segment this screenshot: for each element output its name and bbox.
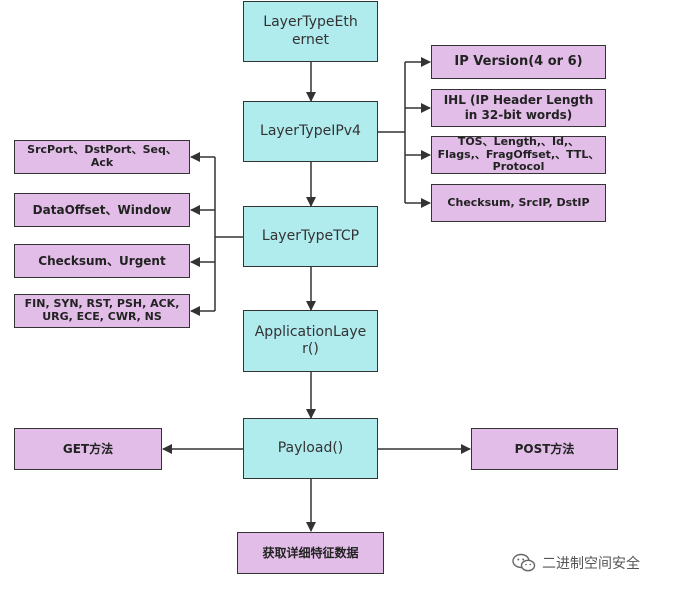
field-tcp-checksum-label: Checksum、Urgent bbox=[38, 253, 166, 268]
field-flags: FIN, SYN, RST, PSH, ACK, URG, ECE, CWR, … bbox=[14, 294, 190, 328]
node-layer-ipv4-label: LayerTypeIPv4 bbox=[260, 122, 361, 139]
node-application-layer: ApplicationLayer() bbox=[243, 310, 378, 372]
node-get-method-label: GET方法 bbox=[62, 441, 114, 456]
node-layer-ipv4: LayerTypeIPv4 bbox=[243, 101, 378, 162]
field-tos-label: TOS、Length,、Id,、Flags,、FragOffset,、TTL、P… bbox=[437, 136, 600, 174]
node-layer-ethernet: LayerTypeEthernet bbox=[243, 1, 378, 62]
field-srcport: SrcPort、DstPort、Seq、Ack bbox=[14, 140, 190, 174]
field-ip-version-label: IP Version(4 or 6) bbox=[454, 53, 583, 69]
node-post-method-label: POST方法 bbox=[514, 441, 575, 456]
watermark: 二进制空间安全 bbox=[512, 552, 640, 574]
field-ihl-label: IHL (IP Header Length in 32-bit words) bbox=[443, 93, 594, 122]
field-ihl: IHL (IP Header Length in 32-bit words) bbox=[431, 89, 606, 127]
field-ip-checksum: Checksum, SrcIP, DstIP bbox=[431, 184, 606, 222]
watermark-text: 二进制空间安全 bbox=[542, 556, 640, 572]
field-ip-checksum-label: Checksum, SrcIP, DstIP bbox=[447, 196, 590, 210]
field-dataoffset-label: DataOffset、Window bbox=[32, 202, 172, 217]
field-ip-version: IP Version(4 or 6) bbox=[431, 45, 606, 79]
node-layer-ethernet-label: LayerTypeEthernet bbox=[263, 14, 358, 48]
node-post-method: POST方法 bbox=[471, 428, 618, 470]
node-feature-details: 获取详细特征数据 bbox=[237, 532, 384, 574]
field-flags-label: FIN, SYN, RST, PSH, ACK, URG, ECE, CWR, … bbox=[24, 297, 180, 323]
wechat-icon bbox=[512, 553, 536, 572]
field-tos: TOS、Length,、Id,、Flags,、FragOffset,、TTL、P… bbox=[431, 136, 606, 174]
node-feature-details-label: 获取详细特征数据 bbox=[262, 545, 359, 560]
field-srcport-label: SrcPort、DstPort、Seq、Ack bbox=[27, 143, 177, 169]
node-layer-tcp: LayerTypeTCP bbox=[243, 206, 378, 267]
node-get-method: GET方法 bbox=[14, 428, 162, 470]
field-tcp-checksum: Checksum、Urgent bbox=[14, 244, 190, 278]
node-payload: Payload() bbox=[243, 418, 378, 479]
node-application-layer-label: ApplicationLayer() bbox=[254, 323, 367, 358]
field-dataoffset: DataOffset、Window bbox=[14, 193, 190, 227]
node-payload-label: Payload() bbox=[277, 439, 344, 456]
node-layer-tcp-label: LayerTypeTCP bbox=[261, 227, 360, 244]
